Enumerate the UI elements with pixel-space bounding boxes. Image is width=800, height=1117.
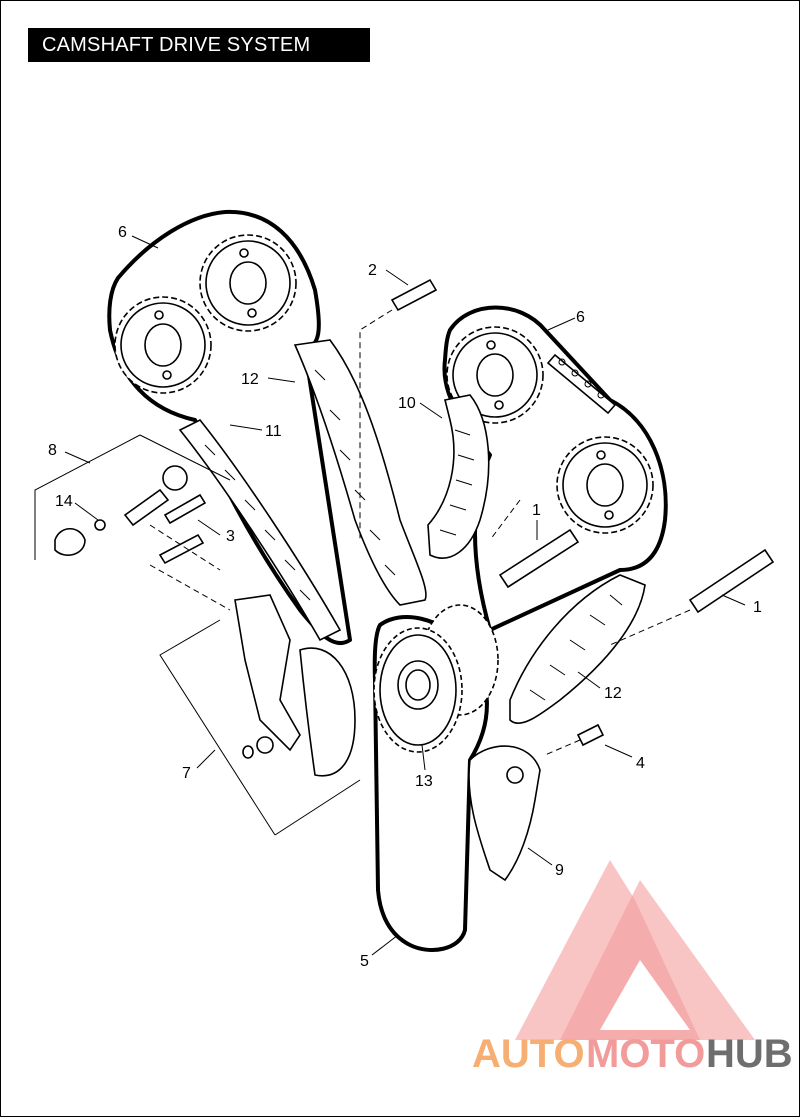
bracket-lines	[34, 434, 361, 836]
ball-14	[94, 519, 106, 531]
callout-7: 7	[182, 765, 191, 782]
plunger-8	[123, 488, 170, 527]
watermark-logo-mark	[515, 860, 755, 1040]
front-tensioner-assembly	[234, 594, 356, 777]
callout-12-upper: 12	[241, 371, 259, 388]
assembly-lines	[149, 309, 691, 756]
chain-link-sample	[546, 353, 617, 415]
rear-cam-chain	[442, 305, 668, 632]
page-title: CAMSHAFT DRIVE SYSTEM	[28, 28, 370, 62]
hardware	[54, 278, 775, 747]
crank-sprocket	[373, 604, 499, 753]
callout-11: 11	[265, 423, 282, 440]
bolt-3b	[158, 533, 205, 565]
rear-tensioner	[468, 745, 541, 882]
callout-14: 14	[55, 493, 73, 510]
seal-ring-8	[162, 465, 188, 491]
front-cam-sprockets	[107, 209, 352, 646]
leader-lines	[64, 235, 746, 956]
callout-10: 10	[398, 395, 416, 412]
watermark-moto: MOTO	[586, 1032, 705, 1076]
plug-14	[54, 527, 86, 556]
dowel-pin-1b	[688, 548, 775, 614]
callout-6-right: 6	[576, 309, 585, 326]
front-exhaust-sprocket	[199, 234, 297, 332]
callout-3: 3	[226, 528, 235, 545]
callout-12-lower: 12	[604, 685, 622, 702]
watermark-hub: HUB	[706, 1032, 793, 1076]
rear-exhaust-sprocket	[556, 436, 654, 534]
watermark-auto: AUTO	[472, 1032, 585, 1076]
callout-8: 8	[48, 442, 57, 459]
dowel-pin-2	[390, 278, 438, 312]
rear-tensioner-shoe	[427, 394, 490, 559]
rear-cam-sprockets	[442, 305, 668, 632]
callout-1-center: 1	[532, 502, 541, 519]
callout-13: 13	[415, 773, 433, 790]
automotohub-watermark: AUTO MOTO HUB	[472, 860, 793, 1076]
callout-1-right: 1	[753, 599, 762, 616]
callout-9: 9	[555, 862, 564, 879]
lower-chain-guide	[509, 574, 646, 725]
callout-2: 2	[368, 262, 377, 279]
bolt-3a	[163, 493, 207, 525]
callout-5: 5	[360, 953, 369, 970]
front-intake-sprocket	[114, 296, 212, 394]
dowel-pin-1a	[498, 528, 580, 589]
callout-labels: 6 2 6 12 10 11 8 14 1 3 1 12 4 13 7 9 5	[48, 224, 762, 970]
callout-4: 4	[636, 755, 645, 772]
bolt-4	[576, 723, 605, 747]
callout-6-left: 6	[118, 224, 127, 241]
